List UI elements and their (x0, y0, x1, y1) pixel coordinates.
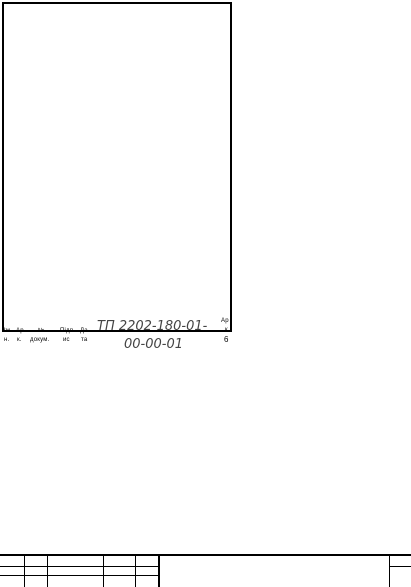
document-code-line-1: ТП 2202-180-01- (97, 319, 208, 334)
document-code-line-2: 00-00-01 (124, 337, 184, 352)
stamp-label-date: Да (80, 328, 88, 334)
stamp-label-date-2: та (81, 337, 88, 343)
stamp-label-signature-2: ис (63, 337, 70, 343)
stamp-label-change-2: н. (4, 337, 10, 343)
drawing-sheet-frame (2, 2, 232, 332)
stamp-label-doc-number-2: докум. (30, 337, 50, 343)
sheet-number: 6 (224, 335, 229, 344)
stamp-label-sheet: Ар (16, 328, 24, 334)
stamp-divider (2, 330, 232, 332)
stamp-label-sheet-2: к. (17, 337, 22, 343)
sheet-label-2: к (225, 327, 228, 333)
title-block-grid (0, 554, 411, 587)
stamp-label-change: Зм (2, 328, 11, 334)
stamp-label-signature: Підп (60, 328, 74, 334)
sheet-label: Ар (221, 318, 229, 324)
stamp-label-doc-number: № (38, 328, 45, 334)
